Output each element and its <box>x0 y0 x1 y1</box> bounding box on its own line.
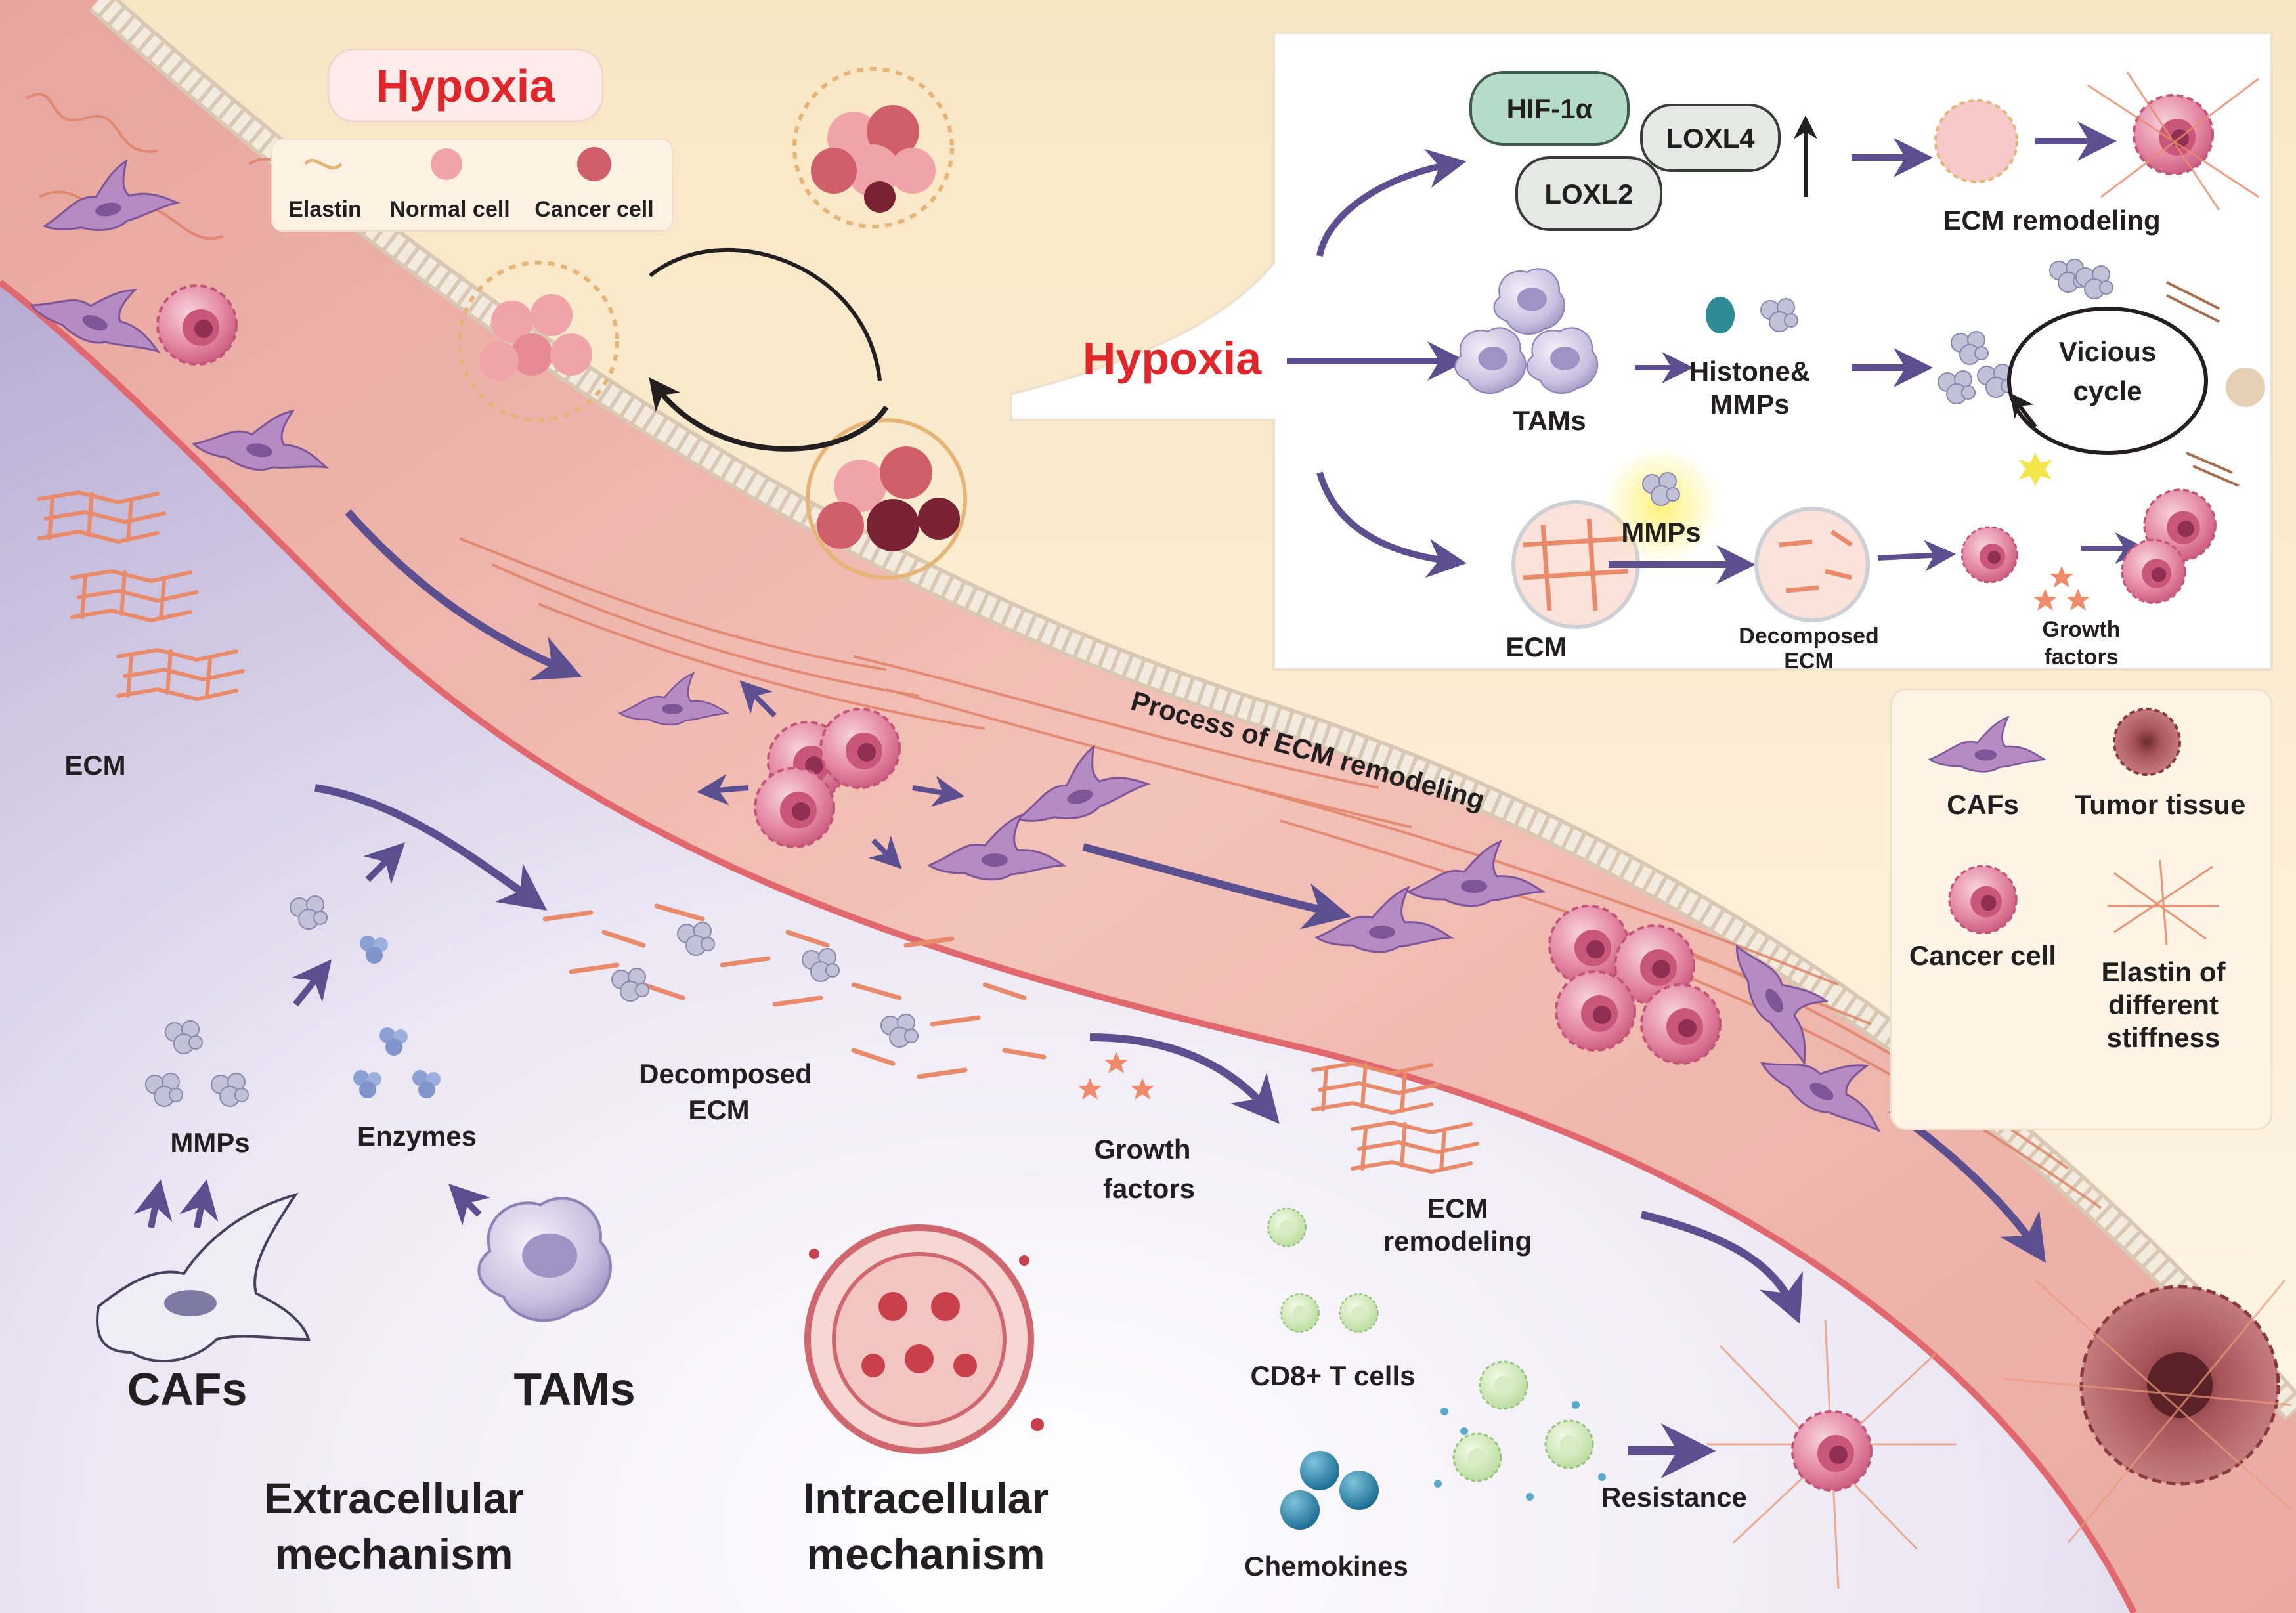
legend-normal-cell: Normal cell <box>389 197 509 222</box>
tumor-tissue-icon <box>2113 708 2181 776</box>
elastin-stiffness-icon <box>2108 859 2219 946</box>
growth-factors-line1: Growth <box>1094 1134 1191 1165</box>
caf-large <box>96 1192 311 1363</box>
cd8-label: CD8+ T cells <box>1251 1360 1416 1391</box>
panel-mmps-label: MMPs <box>1621 517 1700 548</box>
legend-elastin-line2: different <box>2108 989 2219 1020</box>
enzymes-label: Enzymes <box>357 1121 477 1151</box>
panel-ecm-remodeling-label: ECM remodeling <box>1943 205 2160 236</box>
extracellular-line2: mechanism <box>274 1530 513 1578</box>
loxl2-label: LOXL2 <box>1544 179 1633 209</box>
decomposed-ecm-line1: Decomposed <box>639 1058 812 1089</box>
panel-ecm-label: ECM <box>1505 632 1567 662</box>
resistance-label: Resistance <box>1601 1482 1747 1513</box>
cell-legend-panel <box>1890 688 2273 1130</box>
cafs-label: CAFs <box>127 1364 248 1415</box>
mechanism-panel <box>1010 32 2273 671</box>
legend-cancer-cell: Cancer cell <box>534 197 653 222</box>
cancer-cell-icon <box>577 147 611 181</box>
tams-panel-label: TAMs <box>1513 405 1586 436</box>
cell-cluster-top <box>792 67 954 228</box>
chemokines-label: Chemokines <box>1244 1551 1408 1581</box>
extracellular-line1: Extracellular <box>264 1474 524 1522</box>
intracellular-organelle <box>804 1224 1044 1454</box>
cell-cluster-left <box>458 261 619 422</box>
panel-decomposed-line2: ECM <box>1784 649 1834 674</box>
growth-factors-line2: factors <box>1103 1173 1195 1204</box>
decomposed-ecm-line2: ECM <box>688 1094 749 1125</box>
ecm-remodeling-line2: remodeling <box>1383 1226 1532 1257</box>
panel-growth-line1: Growth <box>2043 617 2121 642</box>
elastin-icon <box>304 158 343 170</box>
vicious-cycle-line1: Vicious <box>2059 336 2157 367</box>
panel-decomposed-line1: Decomposed <box>1739 624 1879 649</box>
mechanism-hypoxia-label: Hypoxia <box>1083 333 1262 384</box>
histone-label-line2: MMPs <box>1710 389 1789 419</box>
intracellular-line2: mechanism <box>806 1530 1045 1578</box>
legend-cafs: CAFs <box>1947 789 2019 820</box>
hif-label: HIF-1α <box>1507 93 1593 124</box>
legend-cancer: Cancer cell <box>1909 940 2056 971</box>
ecm-label: ECM <box>64 750 125 781</box>
legend-elastin-line1: Elastin of <box>2101 957 2226 987</box>
vicious-cycle-line2: cycle <box>2073 376 2142 406</box>
decomposed-ecm-fragments <box>542 903 1047 1079</box>
legend-elastin: Elastin <box>288 197 361 222</box>
intracellular-line1: Intracellular <box>803 1474 1049 1522</box>
cell-cluster-bottom <box>806 418 967 580</box>
sun-icon <box>2019 453 2052 486</box>
panel-growth-line2: factors <box>2044 645 2118 670</box>
ecm-remodeling-line1: ECM <box>1427 1193 1488 1224</box>
histone-label-line1: Histone& <box>1689 356 1810 387</box>
normal-cell-icon <box>431 148 462 180</box>
mmps-label: MMPs <box>170 1127 249 1158</box>
legend-elastin-line3: stiffness <box>2107 1022 2220 1053</box>
loxl4-label: LOXL4 <box>1666 123 1755 154</box>
legend-tumor: Tumor tissue <box>2075 789 2246 820</box>
tams-label: TAMs <box>513 1364 635 1415</box>
hypoxia-legend-title: Hypoxia <box>376 60 555 112</box>
